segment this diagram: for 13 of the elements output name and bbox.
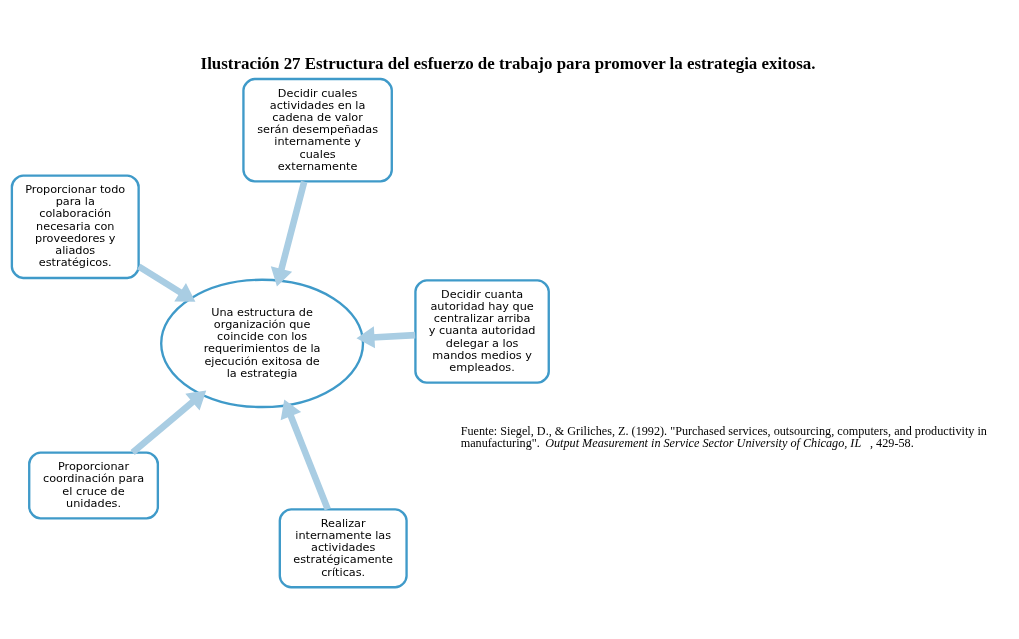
node-box: Realizar internamente las actividades estratégicamente críticas. [278,507,408,588]
node-ellipse: Una estructura de organización que coincide con los requerimientos de la ejecución exitosa de la estrategia [160,278,365,408]
arrow [137,263,196,302]
caption: Fuente: Siegel, D., & Griliches, Z. (1992). "Purchased services, outsourcing, computers, and productivity in manufacturing". Output Measurement in Service Sector University of Chicago, IL , 429-58. [460,423,987,450]
node-box: Proporcionar todo para la colaboración necesaria con proveedores y aliados estratégicos. [10,173,140,279]
arrow [280,398,331,510]
arrow [356,325,416,348]
node-box: Decidir cuanta autoridad hay que centralizar arriba y cuanta autoridad delegar a los mandos medios y empleados. [414,278,550,384]
node-box: Proporcionar coordinación para el cruce de unidades. [28,450,160,520]
arrow [270,180,308,286]
diagram-title: Ilustración 27 Estructura del esfuerzo de trabajo para promover la estrategia exitosa. [200,53,816,73]
node-box: Decidir cuales actividades en la cadena de valor serán desempeñadas internamente y cuales externamente [242,77,393,183]
arrow [130,390,207,455]
